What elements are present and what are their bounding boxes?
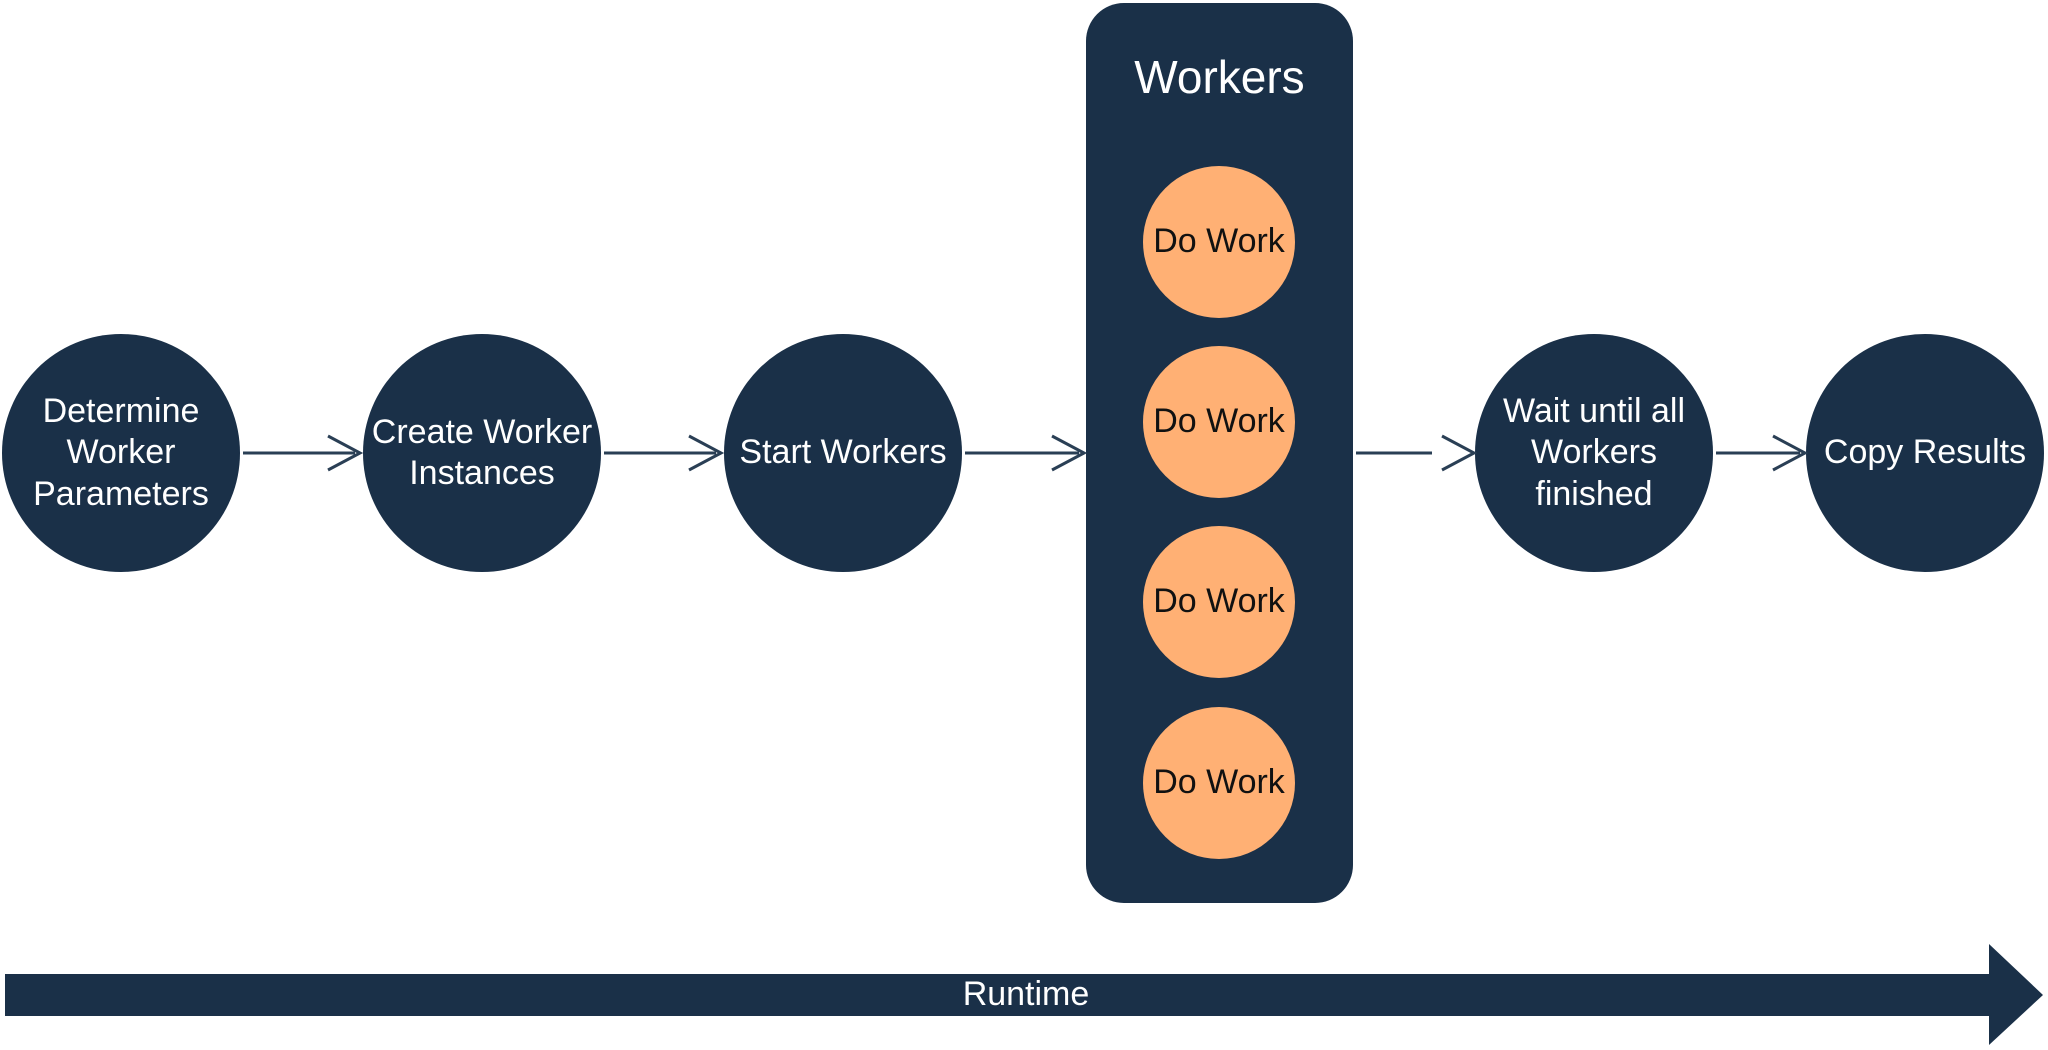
arrow-connector-3 bbox=[965, 434, 1088, 472]
arrow-connector-4 bbox=[1356, 434, 1478, 472]
work-node-4 bbox=[1143, 707, 1295, 859]
runtime-timeline-arrow bbox=[5, 944, 2043, 1045]
step-node-copy-results bbox=[1806, 334, 2044, 572]
work-node-2 bbox=[1143, 346, 1295, 498]
step-node-start-workers bbox=[724, 334, 962, 572]
step-node-create-instances bbox=[363, 334, 601, 572]
arrow-connector-2 bbox=[604, 434, 725, 472]
arrow-connector-1 bbox=[243, 434, 364, 472]
work-node-1 bbox=[1143, 166, 1295, 318]
step-node-wait-finished bbox=[1475, 334, 1713, 572]
work-node-3 bbox=[1143, 526, 1295, 678]
arrow-connector-5 bbox=[1716, 434, 1809, 472]
step-node-determine-parameters bbox=[2, 334, 240, 572]
